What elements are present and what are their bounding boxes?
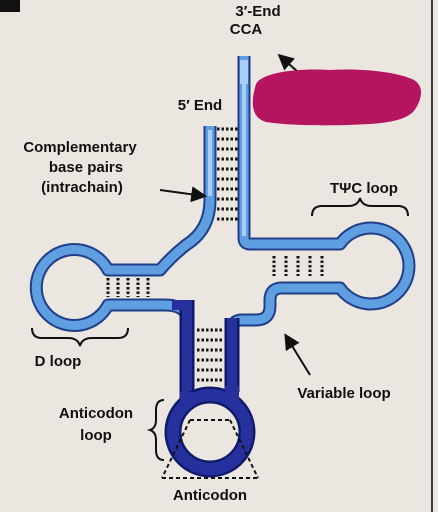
base-pair-arrow [159, 186, 208, 203]
three-prime-strand [227, 56, 414, 392]
anticodon-label: Anticodon [173, 487, 247, 504]
tpsic-loop-label: TΨC loop [330, 180, 398, 197]
three-prime-end-label: 3′-End [235, 3, 280, 20]
base-pairs [106, 127, 324, 382]
acceptor-end-highlight [240, 60, 248, 84]
complementary-label: Complementary [23, 139, 137, 156]
anticodon-bracket [161, 419, 259, 479]
intrachain-label: (intrachain) [41, 179, 123, 196]
anticodon-loop-brace [146, 399, 165, 461]
cca-label: CCA [230, 21, 263, 38]
strand-highlight [208, 60, 246, 236]
anticodon-loop-label: Anticodon [59, 405, 133, 422]
variable-loop-label: Variable loop [297, 385, 390, 402]
five-prime-strand [31, 126, 215, 398]
d-loop-brace [31, 327, 129, 347]
anticodon-loop-label-line2: loop [80, 427, 112, 444]
five-prime-end-label: 5′ End [178, 97, 222, 114]
redaction-mark [252, 69, 421, 126]
strand-body [31, 56, 414, 398]
anticodon-arm [164, 300, 256, 478]
base-pairs-label: base pairs [49, 159, 123, 176]
d-loop-label: D loop [35, 353, 82, 370]
variable-loop-arrow [284, 333, 311, 376]
tpsic-loop-brace [311, 197, 409, 217]
corner-block [0, 0, 20, 12]
